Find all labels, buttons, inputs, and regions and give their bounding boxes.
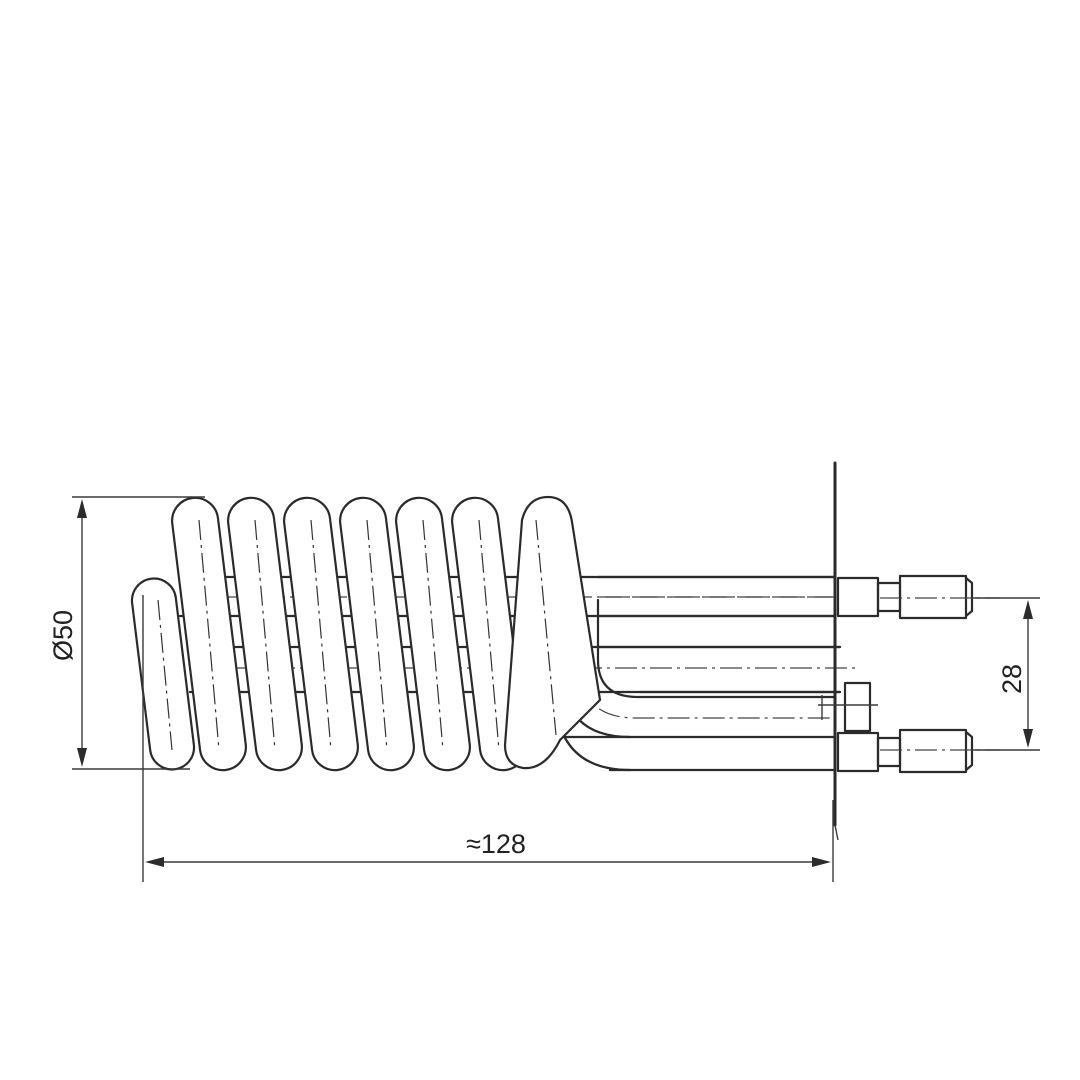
terminal-lower — [836, 728, 1000, 774]
diameter-label: Ø50 — [48, 610, 78, 661]
coil-loops — [130, 495, 602, 772]
coil-loop — [171, 496, 247, 772]
coil-loop — [395, 496, 471, 772]
coil-loop — [283, 496, 359, 772]
tube-segments — [596, 575, 842, 694]
length-label: ≈128 — [466, 829, 526, 859]
terminal-upper — [836, 574, 1000, 620]
dimension-length: ≈128 — [142, 595, 834, 882]
pitch-label: 28 — [997, 664, 1027, 694]
coil-loop — [503, 495, 602, 770]
coil-loop — [339, 496, 415, 772]
dimension-pitch: 28 — [972, 597, 1040, 751]
flange-plate — [833, 461, 839, 841]
dimension-diameter: Ø50 — [48, 496, 205, 770]
sensor-stud — [818, 681, 878, 733]
coil-loop — [227, 496, 303, 772]
coil-loop — [130, 577, 196, 771]
